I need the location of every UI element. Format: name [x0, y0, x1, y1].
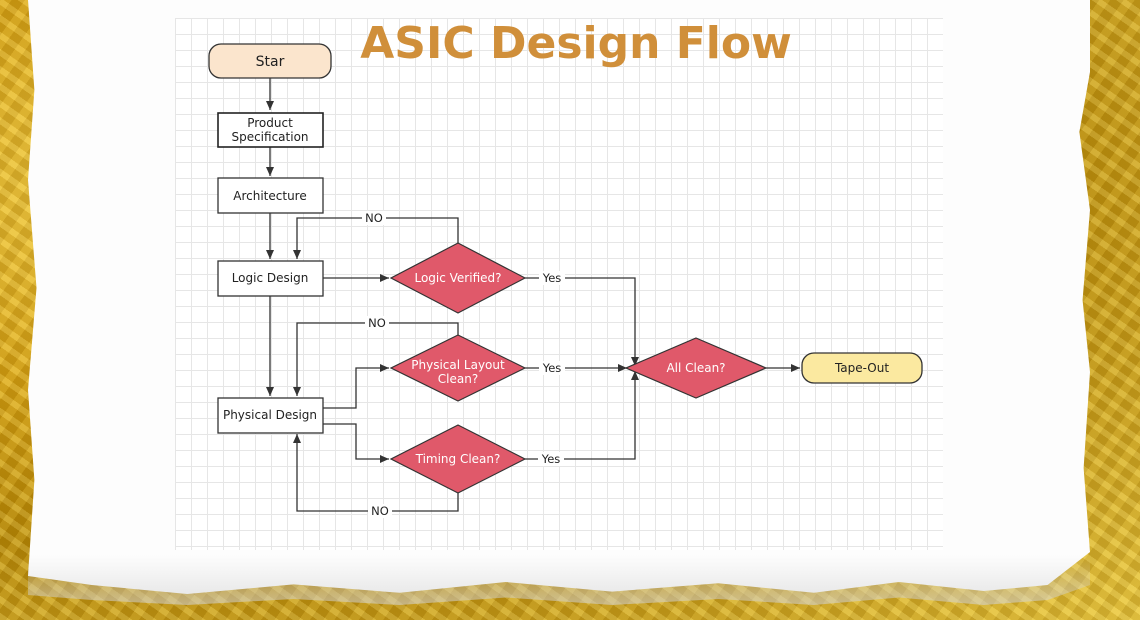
edge-physical-to-layout	[323, 364, 389, 409]
svg-text:Logic Verified?: Logic Verified?	[414, 271, 501, 285]
timing-clean-decision: Timing Clean?	[389, 424, 527, 494]
svg-text:Clean?: Clean?	[438, 372, 478, 386]
svg-text:Specification: Specification	[231, 130, 308, 144]
product-specification-node: Product Specification	[217, 112, 324, 148]
physical-design-node: Physical Design	[217, 397, 324, 434]
svg-text:Architecture: Architecture	[233, 189, 306, 203]
svg-text:Physical Design: Physical Design	[223, 408, 317, 422]
svg-text:Product: Product	[247, 116, 293, 130]
svg-text:NO: NO	[368, 316, 386, 330]
architecture-node: Architecture	[217, 177, 324, 214]
page-title: ASIC Design Flow	[360, 18, 792, 69]
edge-label-timing-yes: Yes	[538, 452, 564, 466]
edge-label-timing-no: NO	[368, 504, 392, 518]
paper-bottom-shade	[28, 555, 1090, 605]
svg-text:NO: NO	[371, 504, 389, 518]
edge-logic-yes	[525, 277, 639, 366]
svg-text:Star: Star	[256, 54, 285, 70]
svg-text:Tape-Out: Tape-Out	[834, 361, 889, 375]
svg-text:Yes: Yes	[541, 452, 561, 466]
tape-out-node: Tape-Out	[801, 352, 923, 384]
edge-timing-yes	[525, 371, 639, 460]
svg-text:NO: NO	[365, 211, 383, 225]
svg-text:Yes: Yes	[542, 361, 562, 375]
edge-label-logic-no: NO	[362, 211, 386, 225]
svg-text:Physical Layout: Physical Layout	[411, 358, 505, 372]
svg-text:Logic Design: Logic Design	[232, 271, 309, 285]
svg-text:Yes: Yes	[542, 271, 562, 285]
all-clean-decision: All Clean?	[624, 337, 768, 399]
logic-design-node: Logic Design	[217, 260, 324, 297]
logic-verified-decision: Logic Verified?	[389, 242, 527, 314]
edge-physical-to-timing	[323, 423, 389, 463]
edge-label-layout-no: NO	[365, 316, 389, 330]
physical-layout-clean-decision: Physical Layout Clean?	[389, 334, 527, 402]
edge-label-logic-yes: Yes	[539, 271, 565, 285]
edge-label-layout-yes: Yes	[539, 361, 565, 375]
start-node: Star	[208, 43, 332, 79]
svg-text:Timing Clean?: Timing Clean?	[415, 452, 501, 466]
svg-text:All Clean?: All Clean?	[666, 361, 725, 375]
